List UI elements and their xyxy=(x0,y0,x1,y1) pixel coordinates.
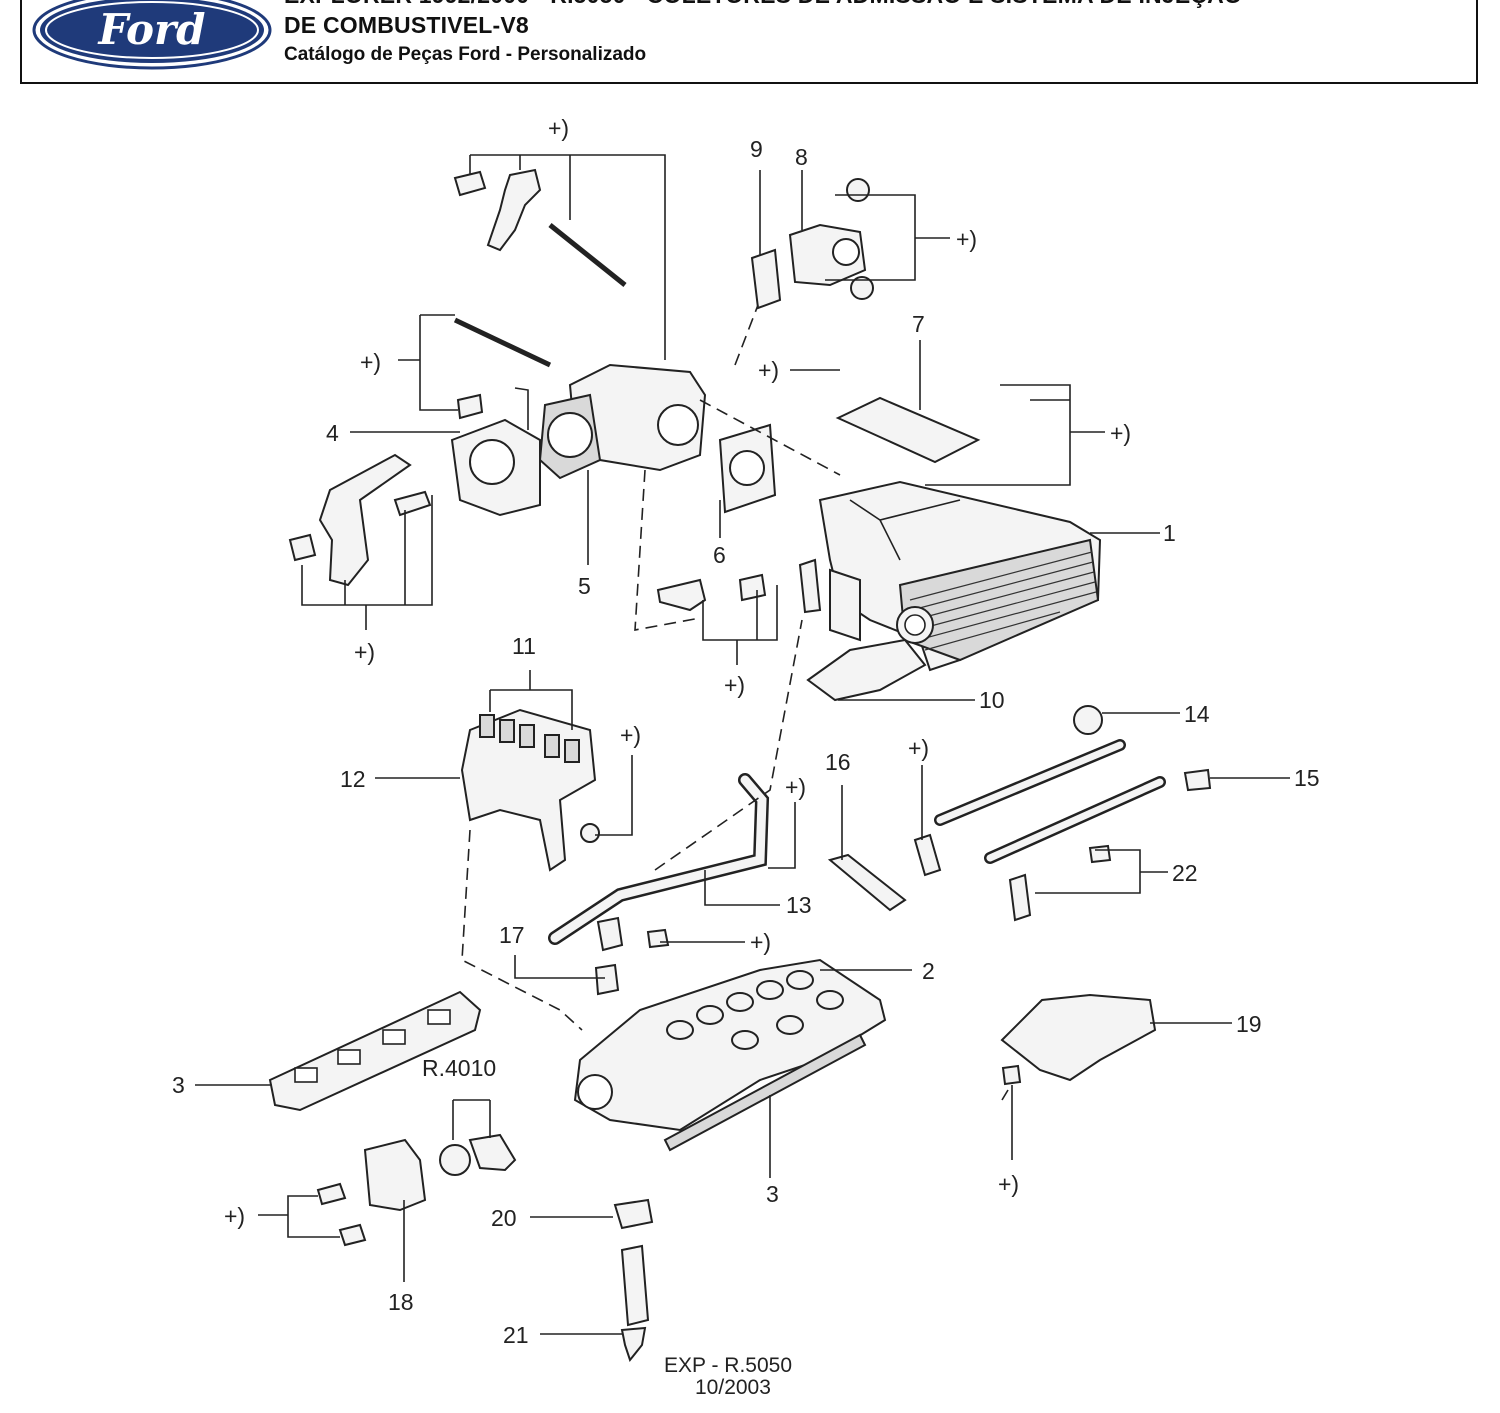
callout-11: 11 xyxy=(512,633,536,659)
callout-13: 13 xyxy=(786,892,812,918)
plus-marker-center: +) xyxy=(724,672,745,698)
page-header: Ford EXPLORER 1992/2000 - R.5050 - COLET… xyxy=(20,0,1478,84)
callout-3-bottom: 3 xyxy=(766,1181,779,1207)
page-subtitle: Catálogo de Peças Ford - Personalizado xyxy=(284,44,647,65)
part-throttle-adapter xyxy=(538,363,707,480)
part-adapter-gasket xyxy=(718,423,777,514)
callout-12: 12 xyxy=(340,766,366,792)
plus-marker-top: +) xyxy=(548,115,569,141)
alignment-dashes xyxy=(461,304,1009,1101)
callout-18: 18 xyxy=(388,1289,414,1315)
part-upper-bracket xyxy=(453,168,627,420)
callout-6: 6 xyxy=(713,542,726,568)
callout-10: 10 xyxy=(979,687,1005,713)
plus-marker-left-bracket: +) xyxy=(354,639,375,665)
plus-marker-7: +) xyxy=(758,357,779,383)
part-lower-intake-manifold xyxy=(573,958,887,1152)
diagram-canvas: 1 2 3 3 4 5 6 7 8 9 10 11 12 13 14 15 16… xyxy=(172,115,1320,1399)
callout-21: 21 xyxy=(503,1322,529,1348)
plus-marker-9-8: +) xyxy=(956,226,977,252)
callout-3-left: 3 xyxy=(172,1072,185,1098)
plus-marker-13: +) xyxy=(785,774,806,800)
plus-marker-17: +) xyxy=(750,929,771,955)
plus-marker-19: +) xyxy=(998,1171,1019,1197)
part-fuel-rail-clip xyxy=(827,853,907,912)
leader-lines xyxy=(195,154,1290,1335)
callout-19: 19 xyxy=(1236,1011,1262,1037)
brand-lettering: Ford xyxy=(97,5,205,54)
footer-date: 10/2003 xyxy=(695,1376,771,1399)
part-cover-plate xyxy=(835,396,981,464)
callout-5: 5 xyxy=(578,573,591,599)
ford-oval-logo: Ford xyxy=(32,0,272,70)
part-heat-shield xyxy=(1000,993,1157,1082)
part-throttle-body xyxy=(450,387,541,517)
plus-marker-11: +) xyxy=(620,722,641,748)
callout-20: 20 xyxy=(491,1205,517,1231)
callout-1: 1 xyxy=(1163,520,1176,546)
callout-15: 15 xyxy=(1294,765,1320,791)
callout-9: 9 xyxy=(750,136,763,162)
part-upper-intake-manifold xyxy=(818,480,1102,672)
plus-marker-injector: +) xyxy=(908,735,929,761)
part-cable-bracket xyxy=(318,453,412,587)
callout-22: 22 xyxy=(1172,860,1198,886)
exploded-parts-diagram: 1 2 3 3 4 5 6 7 8 9 10 11 12 13 14 15 16… xyxy=(0,90,1500,1413)
callout-16: 16 xyxy=(825,749,851,775)
callout-7: 7 xyxy=(912,311,925,337)
page-title: EXPLORER 1992/2000 - R.5050 - COLETORES … xyxy=(284,0,1242,40)
footer-code: EXP - R.5050 xyxy=(664,1354,792,1377)
part-manifold-gasket xyxy=(806,638,927,702)
part-fuel-rail-assembly xyxy=(913,705,1212,922)
callout-17: 17 xyxy=(499,922,525,948)
diagram-artwork: 1 2 3 3 4 5 6 7 8 9 10 11 12 13 14 15 16… xyxy=(172,115,1320,1399)
callout-4: 4 xyxy=(326,420,339,446)
callout-8: 8 xyxy=(795,144,808,170)
plus-marker-18: +) xyxy=(224,1203,245,1229)
callout-labels: 1 2 3 3 4 5 6 7 8 9 10 11 12 13 14 15 16… xyxy=(172,115,1320,1348)
plus-marker-upper-left: +) xyxy=(360,349,381,375)
part-ignition-module-bracket xyxy=(460,708,600,872)
part-thermostat-housing xyxy=(316,1133,517,1247)
part-idle-air-valve xyxy=(750,178,874,310)
plus-marker-bolts-right: +) xyxy=(1110,420,1131,446)
title-line-1: EXPLORER 1992/2000 - R.5050 - COLETORES … xyxy=(284,0,1242,10)
reference-r4010: R.4010 xyxy=(422,1055,496,1081)
title-line-2: DE COMBUSTIVEL-V8 xyxy=(284,12,529,38)
callout-2: 2 xyxy=(922,958,935,984)
callout-14: 14 xyxy=(1184,701,1210,727)
